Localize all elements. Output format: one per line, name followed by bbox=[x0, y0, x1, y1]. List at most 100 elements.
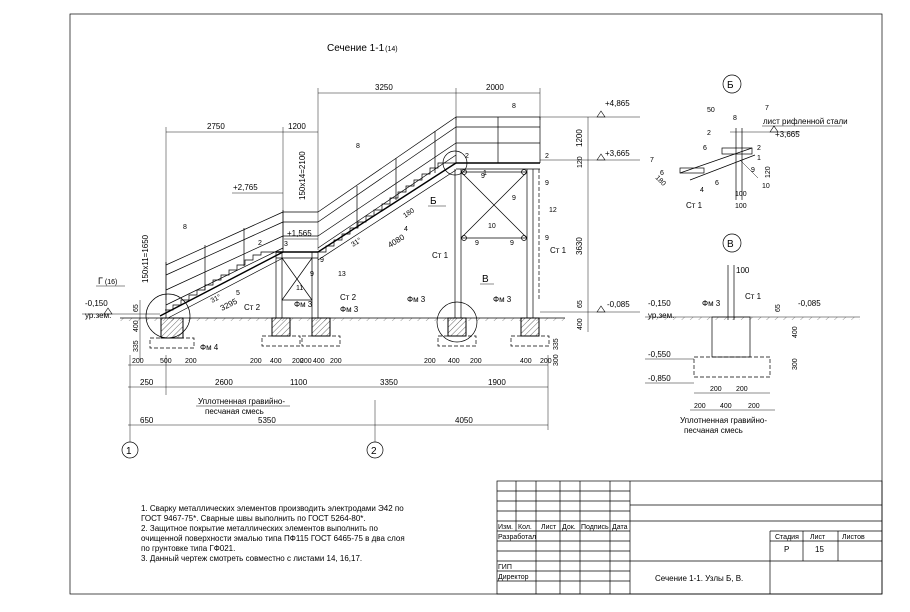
stamp-col-kol: Кол. bbox=[518, 524, 532, 531]
stamp-row-dev: Разработал bbox=[498, 533, 536, 541]
stamp-col-dok: Док. bbox=[562, 524, 576, 531]
title-block: Изм. Кол. Лист Док. Подпись Дата Разрабо… bbox=[496, 480, 883, 595]
callout-st2-2: Ст 2 bbox=[340, 293, 357, 302]
pos-9f: 9 bbox=[545, 235, 549, 242]
bd1-3: 200 bbox=[250, 358, 262, 365]
dim-65-left: 65 bbox=[133, 304, 140, 312]
axis-1-marker bbox=[121, 441, 139, 459]
bd3-2: 4050 bbox=[455, 416, 473, 425]
position-callouts: 8 8 8 2 2 2 3 4 5 1 9 9 9 9 9 9 9 9 10 1… bbox=[183, 103, 557, 297]
upper-flight bbox=[317, 116, 457, 261]
level-top: +4,865 bbox=[605, 99, 630, 108]
bd3-0: 650 bbox=[140, 416, 154, 425]
node-v-circle bbox=[436, 301, 478, 343]
bottom-dimensions: 200 500 200 200 400 200 200 400 200 200 … bbox=[121, 355, 552, 459]
pos-13: 13 bbox=[338, 271, 346, 278]
detail-b: Б лист рифленной стали +3,665 50 120 180… bbox=[650, 74, 848, 210]
foundation-fm3-b bbox=[311, 317, 331, 337]
stamp-col-list: Лист bbox=[541, 524, 557, 531]
stamp-row-dir: Директор bbox=[498, 574, 529, 581]
detail-b-label: лист рифленной стали bbox=[763, 117, 848, 126]
dv-200b: 200 bbox=[736, 386, 748, 393]
node-v-label: В bbox=[482, 274, 489, 285]
pos-8c: 8 bbox=[183, 224, 187, 231]
pos-9h: 9 bbox=[320, 257, 324, 264]
bd1-9: 200 bbox=[424, 358, 436, 365]
db-pos7a: 7 bbox=[765, 105, 769, 112]
axis-1-label: 1 bbox=[126, 446, 132, 457]
stamp-title: Сечение 1-1. Узлы Б, В. bbox=[655, 574, 743, 583]
dim-335-v: 335 bbox=[553, 338, 560, 350]
general-notes: 1. Сварку металлических элементов произв… bbox=[141, 504, 405, 563]
ground-label: ур.зем. bbox=[85, 311, 111, 320]
callout-fm3-4: Фм 3 bbox=[340, 305, 359, 314]
db-pos10: 10 bbox=[762, 183, 770, 190]
detail-v-dim-65: 65 bbox=[775, 304, 782, 312]
pos-8a: 8 bbox=[512, 103, 516, 110]
dim-1200-v: 1200 bbox=[575, 129, 584, 147]
detail-v-gravel-2: песчаная смесь bbox=[684, 426, 743, 435]
detail-v-dim-400: 400 bbox=[792, 326, 799, 338]
callout-fm3-2: Фм 3 bbox=[493, 295, 512, 304]
stamp-sheets-header: Листов bbox=[842, 534, 865, 541]
stamp-sheet-header: Лист bbox=[810, 534, 826, 541]
note-line-2: ГОСТ 9467-75*. Сварные швы выполнить по … bbox=[141, 514, 366, 523]
pos-8b: 8 bbox=[356, 143, 360, 150]
pos-9c: 9 bbox=[475, 240, 479, 247]
db-pos8: 8 bbox=[733, 115, 737, 122]
detail-v-gravel-1: Уплотненная гравийно- bbox=[680, 416, 767, 425]
pos-9d: 9 bbox=[510, 240, 514, 247]
detail-v: В -0,150 ур.зем. -0,085 -0,550 -0,850 10… bbox=[645, 233, 860, 435]
pos-11: 11 bbox=[296, 285, 303, 292]
pos-3: 3 bbox=[284, 241, 288, 248]
node-g-label: Г(16) bbox=[98, 276, 117, 286]
bd1-12: 400 bbox=[520, 358, 532, 365]
detail-b-dim-50: 50 bbox=[707, 107, 715, 114]
level-landing: +1,565 bbox=[287, 229, 312, 238]
detail-v-level-b2: -0,850 bbox=[648, 374, 671, 383]
bd1-10: 400 bbox=[448, 358, 460, 365]
detail-b-dim-120: 120 bbox=[765, 166, 772, 178]
pos-5: 5 bbox=[236, 290, 240, 297]
db-pos7b: 7 bbox=[650, 157, 654, 164]
stair-dim-4080: 4080 bbox=[386, 232, 406, 249]
pos-9b: 9 bbox=[512, 195, 516, 202]
bd1-7: 400 bbox=[313, 358, 325, 365]
level-platform: +3,665 bbox=[605, 149, 630, 158]
stair-dim-2100: 150x14=2100 bbox=[298, 151, 307, 200]
db-pos2: 2 bbox=[707, 130, 711, 137]
dv-200d: 200 bbox=[748, 403, 760, 410]
callout-st1-2: Ст 1 bbox=[550, 246, 567, 255]
callout-st2-1: Ст 2 bbox=[244, 303, 261, 312]
node-b-circle bbox=[442, 150, 468, 176]
foundation-fm3-a bbox=[271, 317, 291, 337]
dim-1200: 1200 bbox=[288, 122, 306, 131]
note-line-4: очищенной поверхности эмалью типа ПФ115 … bbox=[141, 534, 405, 543]
dim-2750: 2750 bbox=[207, 122, 225, 131]
level-base-right: -0,085 bbox=[607, 300, 630, 309]
detail-b-title: Б bbox=[727, 80, 734, 91]
stamp-col-date: Дата bbox=[612, 524, 628, 531]
gravel-label-1: Уплотненная гравийно- bbox=[198, 397, 285, 406]
note-line-3: 2. Защитное покрытие металлических элеме… bbox=[141, 524, 378, 533]
detail-v-fm3: Фм 3 bbox=[702, 299, 721, 308]
detail-v-dim-100: 100 bbox=[736, 266, 750, 275]
dim-400-left: 400 bbox=[133, 320, 140, 332]
stamp-sheet: 15 bbox=[815, 545, 824, 554]
detail-b-dim-100a: 100 bbox=[735, 191, 747, 198]
callout-fm4: Фм 4 bbox=[200, 343, 219, 352]
detail-v-level-b1: -0,550 bbox=[648, 350, 671, 359]
bd2-4: 1900 bbox=[488, 378, 506, 387]
sheet-frame bbox=[69, 13, 883, 595]
bd1-5: 200 bbox=[292, 358, 304, 365]
left-levels: -0,150 ур.зем. 65 400 335 bbox=[82, 299, 160, 360]
pos-9g: 9 bbox=[310, 271, 314, 278]
note-line-5: по грунтовке типа ГФ021. bbox=[141, 544, 235, 553]
callout-fm3-1: Фм 3 bbox=[407, 295, 426, 304]
dim-120-v: 120 bbox=[577, 156, 584, 168]
detail-v-level-ground: -0,150 bbox=[648, 299, 671, 308]
detail-v-ground-label: ур.зем. bbox=[648, 311, 674, 320]
section-title: Сечение 1-1(14) bbox=[327, 43, 398, 54]
bd1-6: 200 bbox=[300, 358, 312, 365]
